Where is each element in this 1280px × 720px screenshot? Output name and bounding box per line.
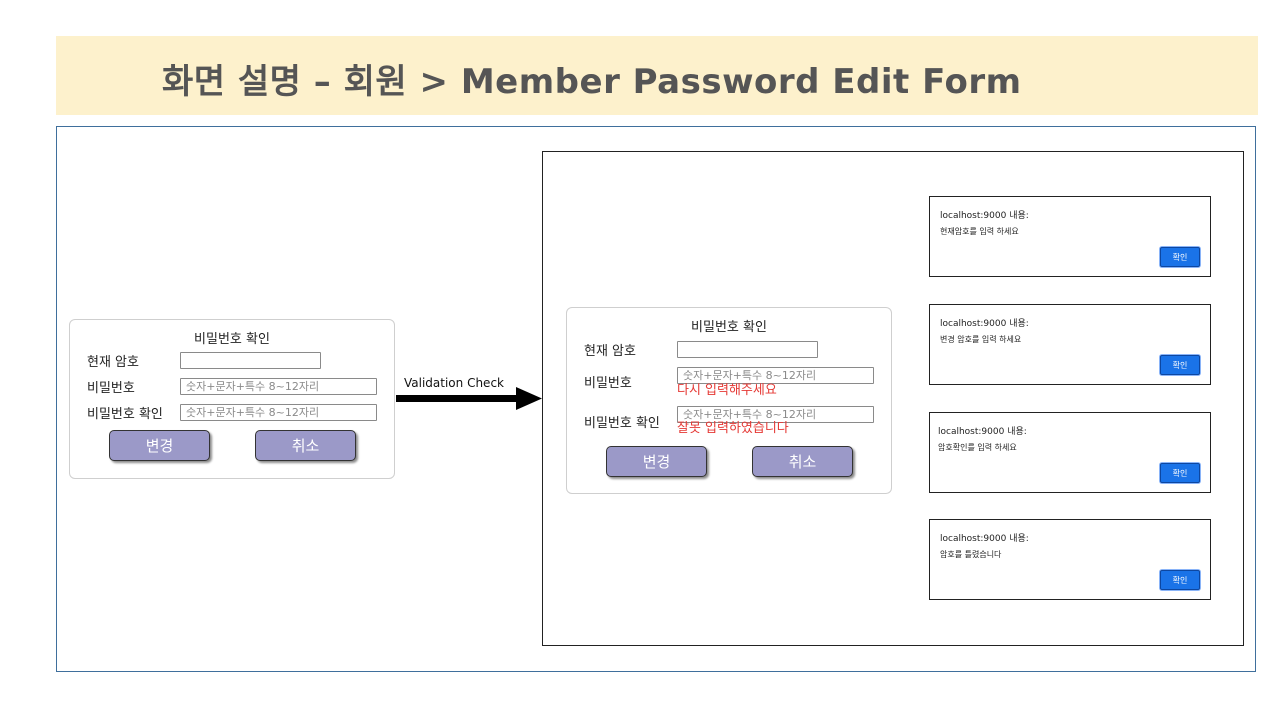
right-confirm-password-input[interactable]	[677, 406, 874, 423]
alert-ok-button[interactable]: 확인	[1160, 570, 1200, 590]
alert-ok-button[interactable]: 확인	[1160, 463, 1200, 483]
alert-dialog-confirm-password: localhost:9000 내용: 암호확인를 입력 하세요 확인	[929, 412, 1211, 493]
right-form-title: 비밀번호 확인	[691, 320, 767, 335]
alert-message: 암호를 틀렸습니다	[940, 550, 1002, 559]
right-arrow-icon	[396, 387, 542, 410]
left-current-password-input[interactable]	[180, 352, 321, 369]
left-change-button[interactable]: 변경	[109, 430, 210, 461]
right-new-password-error: 다시 입력해주세요	[677, 383, 777, 398]
right-confirm-password-error: 잘못 입력하였습니다	[677, 421, 789, 436]
right-confirm-password-label: 비밀번호 확인	[584, 416, 660, 431]
left-cancel-button[interactable]: 취소	[255, 430, 356, 461]
alert-message: 암호확인를 입력 하세요	[938, 443, 1017, 452]
right-new-password-input[interactable]	[677, 367, 874, 384]
right-new-password-label: 비밀번호	[584, 376, 632, 391]
left-confirm-password-input[interactable]	[180, 404, 377, 421]
alert-message: 변경 암호를 입력 하세요	[940, 335, 1022, 344]
alert-ok-button[interactable]: 확인	[1160, 355, 1200, 375]
alert-host-label: localhost:9000 내용:	[938, 427, 1027, 437]
page-title: 화면 설명 – 회원 > Member Password Edit Form	[162, 62, 1022, 102]
alert-host-label: localhost:9000 내용:	[940, 319, 1029, 329]
right-current-password-input[interactable]	[677, 341, 818, 358]
right-change-button[interactable]: 변경	[606, 446, 707, 477]
left-new-password-label: 비밀번호	[87, 381, 135, 396]
alert-dialog-new-password: localhost:9000 내용: 변경 암호를 입력 하세요 확인	[929, 304, 1211, 385]
left-current-password-label: 현재 암호	[87, 355, 139, 370]
right-current-password-label: 현재 암호	[584, 344, 636, 359]
alert-host-label: localhost:9000 내용:	[940, 534, 1029, 544]
right-password-form: 비밀번호 확인 현재 암호 비밀번호 다시 입력해주세요 비밀번호 확인 잘못 …	[566, 307, 892, 494]
title-band: 화면 설명 – 회원 > Member Password Edit Form	[56, 36, 1258, 115]
left-password-form: 비밀번호 확인 현재 암호 비밀번호 비밀번호 확인 변경 취소	[69, 319, 395, 479]
alert-ok-button[interactable]: 확인	[1160, 247, 1200, 267]
left-confirm-password-label: 비밀번호 확인	[87, 407, 163, 422]
alert-dialog-current-password: localhost:9000 내용: 현재암호를 입력 하세요 확인	[929, 196, 1211, 277]
alert-message: 현재암호를 입력 하세요	[940, 227, 1019, 236]
alert-dialog-wrong-password: localhost:9000 내용: 암호를 틀렸습니다 확인	[929, 519, 1211, 600]
validation-check-label: Validation Check	[404, 376, 504, 390]
right-cancel-button[interactable]: 취소	[752, 446, 853, 477]
left-form-title: 비밀번호 확인	[194, 332, 270, 347]
alert-host-label: localhost:9000 내용:	[940, 211, 1029, 221]
left-new-password-input[interactable]	[180, 378, 377, 395]
